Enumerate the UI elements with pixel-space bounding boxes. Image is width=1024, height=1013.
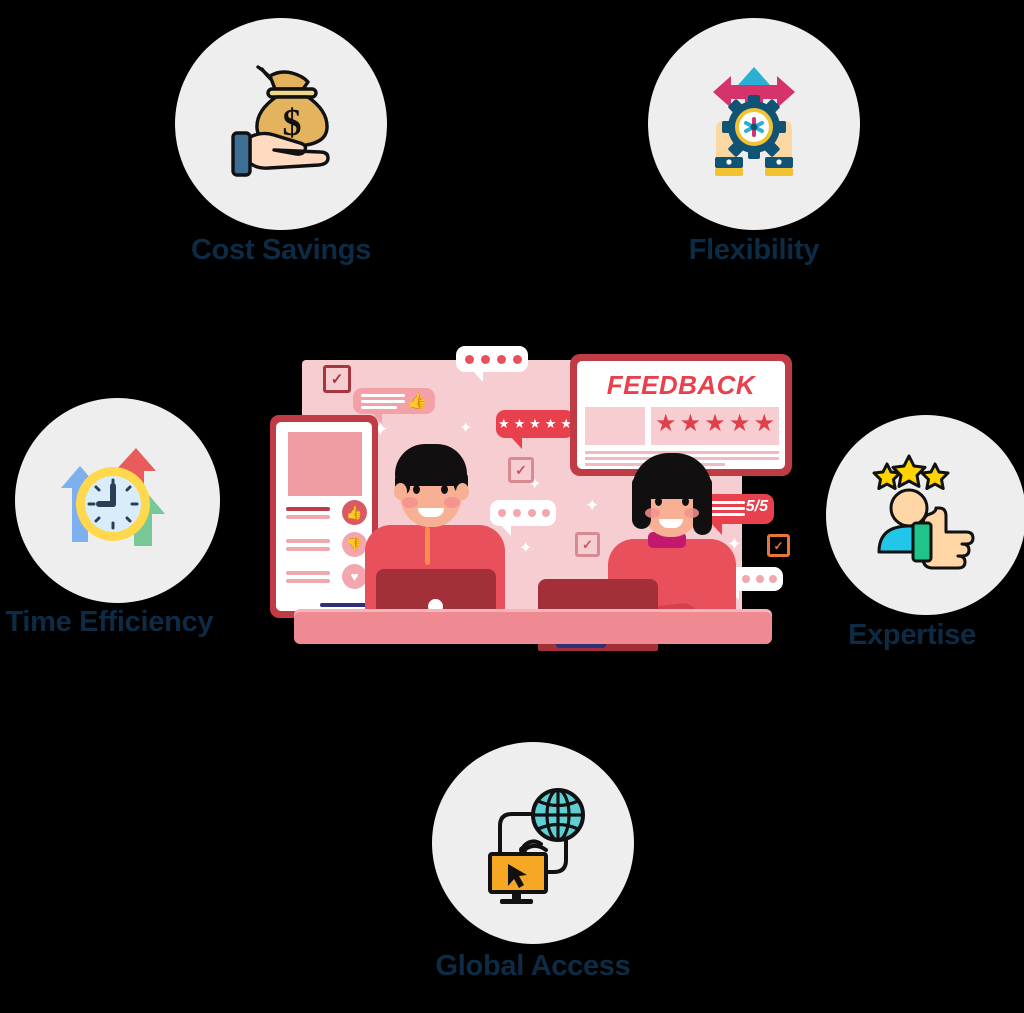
cheek xyxy=(684,508,699,518)
phone-reaction-panel[interactable]: 👍 👎 ♥ xyxy=(270,415,378,618)
star-icon: ★ xyxy=(497,416,510,431)
phone-text-line xyxy=(286,571,330,575)
feature-label-global-access: Global Access xyxy=(435,950,631,982)
star-icon: ★ xyxy=(679,410,702,437)
mouth xyxy=(659,519,683,528)
feature-label-cost-savings: Cost Savings xyxy=(190,234,372,266)
cheek xyxy=(402,497,418,508)
monitor-wifi-globe-icon xyxy=(488,788,585,904)
checkbox-icon: ✓ xyxy=(323,365,351,393)
typing-bubble-top xyxy=(456,346,528,382)
desk xyxy=(294,612,772,644)
global-access-circle xyxy=(432,742,634,944)
star-icon: ★ xyxy=(513,416,526,431)
sparkle-icon: ✦ xyxy=(519,540,533,557)
feature-label-expertise: Expertise xyxy=(848,619,976,651)
time-efficiency-circle xyxy=(15,398,220,603)
hands-holding-gear-arrows-icon xyxy=(713,67,795,176)
laptop-base xyxy=(556,642,606,648)
feedback-star-row: ★ ★ ★ ★ ★ xyxy=(655,409,775,438)
star-icon: ★ xyxy=(529,416,541,431)
typing-bubble-middle xyxy=(490,500,556,536)
feedback-thumbnail xyxy=(585,407,645,445)
phone-image-placeholder xyxy=(288,432,362,496)
feature-label-time-efficiency: Time Efficiency xyxy=(5,606,214,638)
person-right xyxy=(538,437,750,651)
money-bag-in-hand-icon: $ xyxy=(231,65,330,177)
heart-icon[interactable]: ♥ xyxy=(342,564,367,589)
phone-text-line xyxy=(286,515,330,519)
eye xyxy=(413,485,420,494)
person-thumbs-up-stars-icon xyxy=(872,454,975,570)
star-rating-bubble: ★ ★ ★ ★ ★ xyxy=(496,410,574,449)
person-right-hair-left xyxy=(632,477,651,529)
thumbs-up-icon: 👍 xyxy=(407,393,427,410)
star-icon: ★ xyxy=(655,410,677,437)
clock-with-up-arrows-icon xyxy=(60,447,165,546)
phone-screen: 👍 👎 ♥ xyxy=(276,422,372,611)
feature-node-time-efficiency[interactable]: Time Efficiency xyxy=(5,398,220,638)
sparkle-icon: ✦ xyxy=(459,420,473,437)
ear xyxy=(456,483,469,500)
cheek xyxy=(645,508,660,518)
person-right-hair-right xyxy=(693,477,712,535)
sparkle-icon: ✦ xyxy=(585,496,600,515)
feature-node-cost-savings[interactable]: $ Cost Savings xyxy=(175,18,387,266)
comment-bubble-with-like: 👍 xyxy=(353,388,435,424)
star-icon: ★ xyxy=(544,416,557,431)
thumbs-up-icon[interactable]: 👍 xyxy=(342,500,367,525)
feedback-rating-area xyxy=(651,407,779,445)
star-icon: ★ xyxy=(728,410,751,437)
phone-text-line xyxy=(286,507,330,511)
eye xyxy=(682,497,689,506)
eye xyxy=(441,485,448,494)
expertise-circle xyxy=(826,415,1024,615)
phone-home-indicator xyxy=(320,603,372,607)
cost-savings-circle: $ xyxy=(175,18,387,230)
eye xyxy=(655,497,662,506)
checkbox-icon: ✓ xyxy=(508,457,534,483)
ear xyxy=(394,483,407,500)
score-badge-value: 5/5 xyxy=(745,498,768,515)
checkbox-icon: ✓ xyxy=(767,534,790,557)
thumbs-down-icon[interactable]: 👎 xyxy=(342,532,367,557)
person-left xyxy=(362,427,512,641)
mouth xyxy=(418,508,444,517)
phone-text-line xyxy=(286,547,330,551)
feature-node-expertise[interactable]: Expertise xyxy=(826,415,1024,651)
feedback-text-line xyxy=(585,451,779,454)
feedback-title: FEEDBACK xyxy=(606,370,756,400)
svg-text:$: $ xyxy=(283,102,302,144)
checkbox-icon: ✓ xyxy=(575,532,600,557)
feature-label-flexibility: Flexibility xyxy=(688,234,820,266)
phone-text-line xyxy=(286,539,330,543)
feature-node-flexibility[interactable]: Flexibility xyxy=(648,18,860,266)
shirt-placket xyxy=(425,527,430,565)
star-icon: ★ xyxy=(704,410,726,437)
feature-node-global-access[interactable]: Global Access xyxy=(432,742,634,982)
flexibility-circle xyxy=(648,18,860,230)
cheek xyxy=(444,497,460,508)
star-icon: ★ xyxy=(753,410,775,437)
phone-text-line xyxy=(286,579,330,583)
star-icon: ★ xyxy=(560,416,572,431)
feedback-card-body: FEEDBACK ★ ★ ★ ★ ★ xyxy=(577,361,785,469)
customer-feedback-illustration: ✦ ✦ ✦ ✦ ✦ ✦ ✦ ✦ 👍 👎 ♥ ✓ xyxy=(262,332,802,652)
